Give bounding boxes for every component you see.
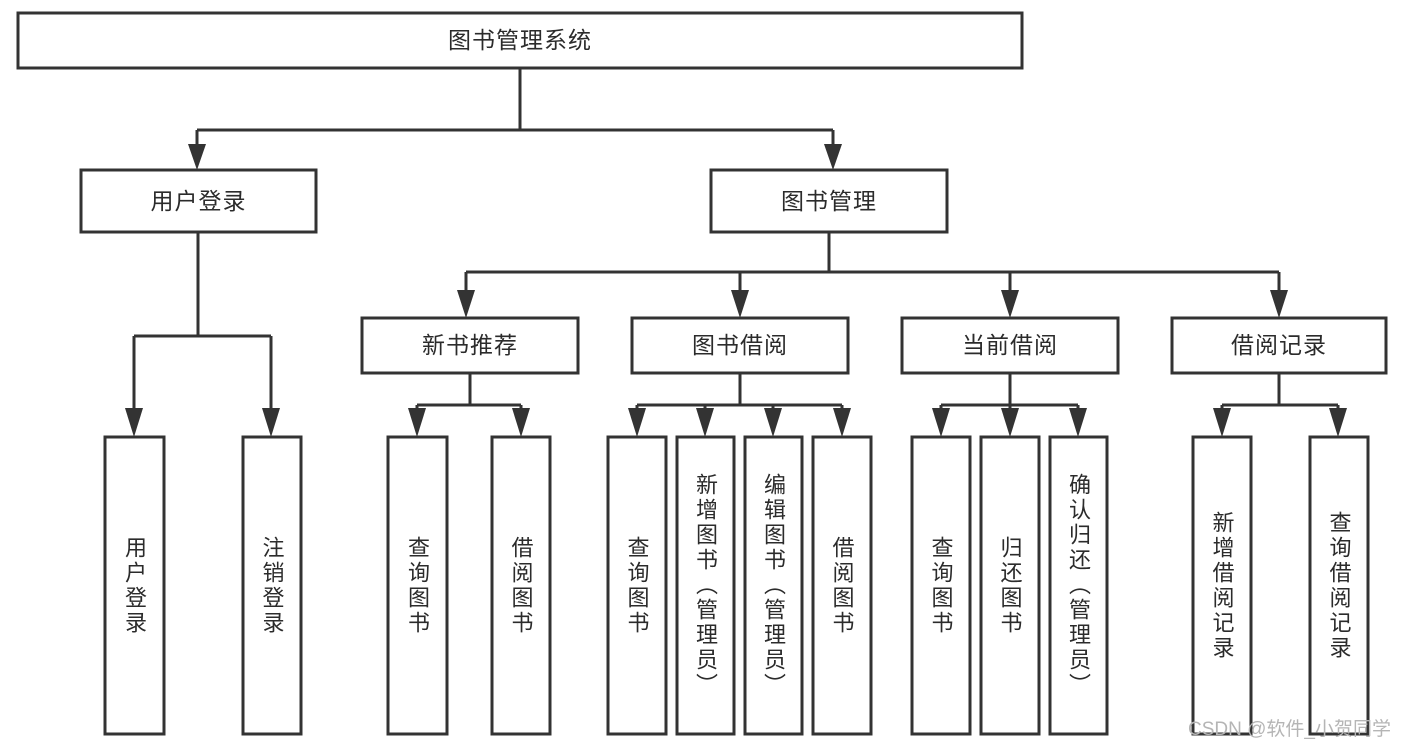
node-borrow-record[interactable] <box>1170 316 1388 375</box>
node-leaf-query-book-recommend[interactable] <box>386 435 449 736</box>
node-new-book-recommend[interactable] <box>360 316 580 375</box>
node-leaf-add-borrow-record[interactable] <box>1191 435 1253 736</box>
node-leaf-query-borrow-record[interactable] <box>1308 435 1370 736</box>
node-leaf-add-book-admin[interactable] <box>675 435 736 736</box>
node-leaf-edit-book-admin[interactable] <box>743 435 804 736</box>
node-user-login[interactable] <box>79 168 318 234</box>
node-book-borrow[interactable] <box>630 316 850 375</box>
node-leaf-confirm-return-admin[interactable] <box>1048 435 1109 736</box>
node-leaf-borrow-book[interactable] <box>811 435 873 736</box>
node-leaf-borrow-book-recommend[interactable] <box>490 435 552 736</box>
node-book-management[interactable] <box>709 168 949 234</box>
connector-root-to-level2 <box>188 68 842 170</box>
connector-new-book-to-leaves <box>408 373 530 437</box>
node-leaf-logout[interactable] <box>241 435 303 736</box>
node-current-borrow[interactable] <box>900 316 1120 375</box>
node-root-book-management-system[interactable] <box>16 11 1024 70</box>
connector-user-login-to-leaves <box>125 232 280 437</box>
node-leaf-query-book-borrow[interactable] <box>606 435 668 736</box>
connector-borrow-record-to-leaves <box>1213 373 1347 437</box>
connector-book-mgmt-to-level3 <box>457 232 1288 318</box>
connector-current-borrow-to-leaves <box>932 373 1087 437</box>
node-leaf-return-book[interactable] <box>979 435 1041 736</box>
connector-book-borrow-to-leaves <box>628 373 851 437</box>
node-leaf-user-login[interactable] <box>103 435 166 736</box>
node-leaf-query-book-current[interactable] <box>910 435 972 736</box>
